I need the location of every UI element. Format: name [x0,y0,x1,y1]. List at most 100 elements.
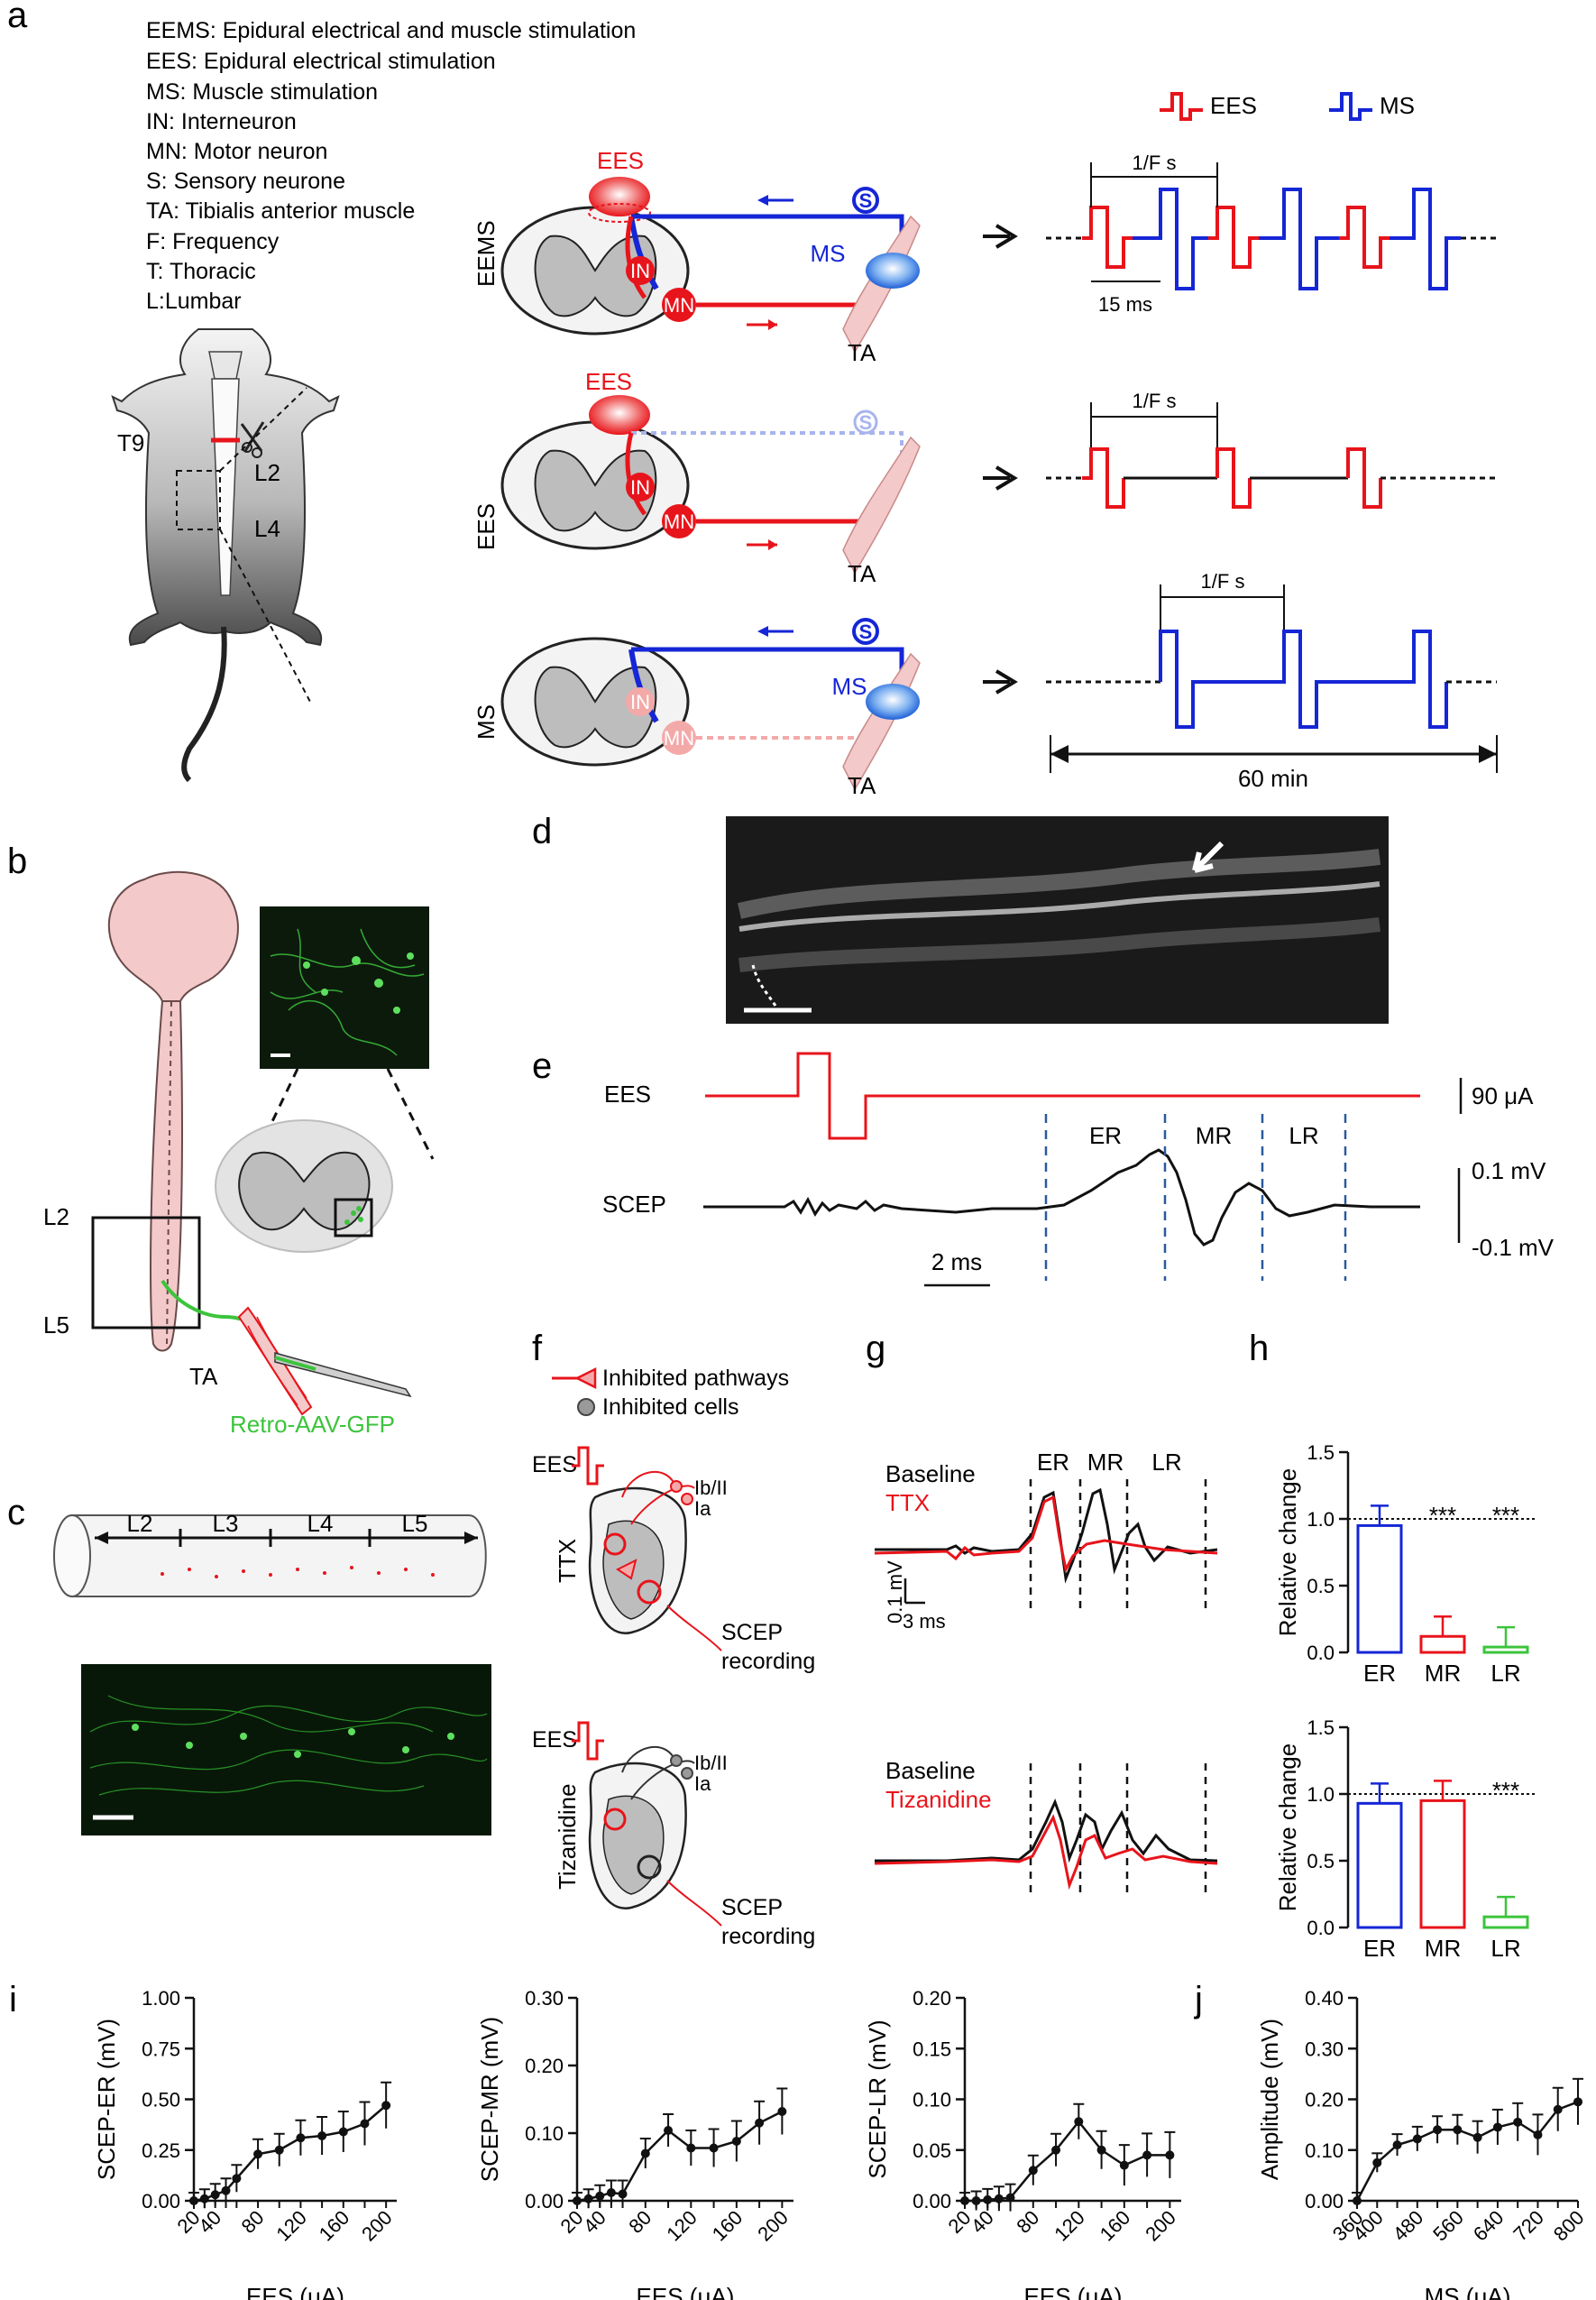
trace-label-scep: SCEP [602,1191,666,1218]
legend-cells: Inhibited cells [602,1394,738,1420]
data-point [640,2148,650,2158]
in-label: IN [630,260,650,282]
data-point [1453,2125,1463,2135]
in-label: IN [630,476,650,499]
legend-baseline: Baseline [885,1757,976,1784]
abbreviation-list: EEMS: Epidural electrical and muscle sti… [146,18,636,314]
y-tick-label: 0.10 [525,2122,564,2145]
x-tick-label: 200 [1141,2206,1180,2246]
y-tick-label: 0.10 [913,2089,951,2111]
fiber-label: Ia [694,1772,711,1795]
s-label: S [859,189,873,212]
y-tick-label: 0.75 [142,2038,180,2060]
abbrev-line: F: Frequency [146,229,280,254]
x-tick-label: 80 [1012,2206,1043,2238]
bar [1419,1799,1466,1929]
x-tick-label: ER [1363,1660,1396,1687]
data-point [1119,2160,1129,2170]
data-point [709,2143,719,2153]
data-point [1353,2196,1362,2205]
x-tick-label: 560 [1428,2206,1468,2246]
scale-ees: 90 μA [1472,1082,1534,1109]
y-tick-label: 0.40 [1305,1987,1344,2010]
mn-label: MN [664,511,694,533]
series-line [1355,2101,1579,2202]
x-tick-label: 160 [708,2206,748,2246]
x-tick-label: 40 [967,2206,998,2238]
y-axis-label: SCEP-ER (mV) [93,2019,120,2180]
x-tick-label: 200 [357,2206,397,2246]
panel-letter-c: c [7,1493,25,1532]
label-l2: L2 [43,1203,69,1230]
scep-trace [703,1148,1420,1247]
data-point [583,2194,593,2203]
period-label: 1/F s [1133,390,1177,412]
x-tick-label: MR [1425,1660,1461,1687]
scale-time: 2 ms [931,1248,982,1275]
legend-ms: MS [1380,92,1415,119]
panel-letter-g: g [866,1329,885,1368]
abbrev-line: EES: Epidural electrical stimulation [146,49,496,74]
mn-label: MN [664,727,694,750]
x-tick-label: 200 [753,2206,793,2246]
panel-letter-h: h [1249,1329,1269,1368]
data-point [960,2196,969,2205]
data-point [232,2174,242,2184]
data-point [274,2145,284,2155]
segment-label: L3 [213,1510,239,1537]
y-tick-label: 0.50 [142,2089,180,2111]
bar [1482,1645,1529,1654]
ta-muscle-icon [237,1306,412,1416]
drug-label-tizanidine: Tizanidine [554,1783,581,1890]
period-label: 1/F s [1201,570,1245,593]
data-point [755,2118,765,2128]
y-axis-label: Relative change [1274,1743,1301,1911]
x-axis-label: EES (μA) [1024,2283,1123,2300]
data-point [296,2133,306,2143]
ees-label: EES [532,1727,577,1753]
x-tick-label: 160 [315,2206,354,2246]
scale-t: 3 ms [903,1610,946,1633]
data-point [595,2191,605,2201]
x-tick-label: 40 [194,2206,225,2238]
x-tick-label: MR [1425,1935,1461,1962]
brain-icon [107,870,239,1002]
abbrev-line: S: Sensory neurone [146,169,345,194]
x-tick-label: 640 [1469,2206,1509,2246]
delay-label: 15 ms [1098,293,1152,316]
window-label: MR [1196,1122,1232,1149]
data-point [1513,2117,1523,2127]
ees-trace [705,1052,1420,1140]
abbrev-line: EEMS: Epidural electrical and muscle sti… [146,18,636,43]
row-eems: EEMS EES IN MN S MS TA [472,147,921,366]
row-ms: MS S IN MN MS TA [472,618,921,799]
data-point [731,2137,741,2146]
data-point [1433,2125,1443,2135]
drug-label-ttx: TTX [554,1539,581,1583]
label-ta: TA [189,1363,218,1390]
row-ees: EES EES S IN MN TA [472,368,921,587]
legend-tizanidine: Tizanidine [885,1786,992,1813]
data-point [983,2194,993,2204]
bar [1419,1634,1466,1654]
panel-d: d [532,812,1389,1024]
y-tick-label: 0.0 [1307,1917,1335,1939]
ms-label: MS [811,240,846,267]
x-tick-label: 720 [1509,2206,1548,2246]
panel-g: g ER MR LR Baseline TTX 0.1 mV 3 ms Base… [866,1329,1218,1899]
y-tick-label: 0.05 [913,2139,951,2162]
legend-pathways: Inhibited pathways [602,1366,789,1391]
bar [1482,1915,1529,1929]
data-point [664,2126,674,2135]
x-tick-label: 160 [1096,2206,1135,2246]
waveform-ees: 1/F s [1046,390,1497,509]
bar [1356,1801,1403,1929]
panel-letter-b: b [7,842,27,881]
arrow-icon [983,224,1018,249]
